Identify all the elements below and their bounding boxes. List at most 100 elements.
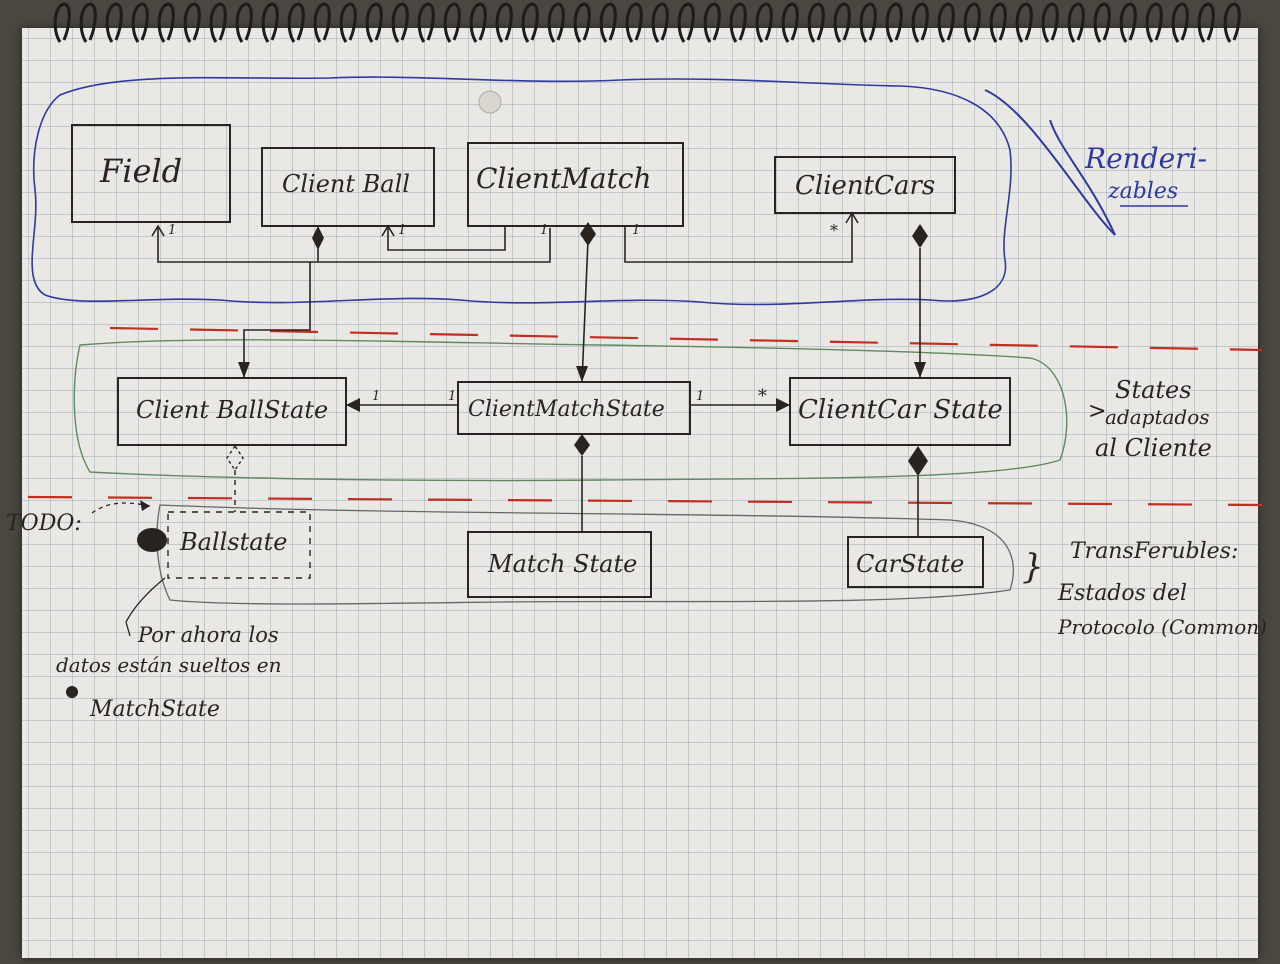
relationships — [151, 211, 928, 537]
transferable-label-2: Estados del — [1057, 581, 1187, 606]
spiral-ring — [1171, 2, 1189, 43]
class-client-ball-label: Client Ball — [282, 170, 410, 198]
spiral-ring — [469, 2, 487, 43]
spiral-ring — [365, 2, 383, 43]
spiral-ring — [339, 2, 357, 43]
arrowhead-clientcars — [845, 211, 859, 224]
spiral-ring — [131, 2, 149, 43]
spiral-ring — [1093, 2, 1111, 43]
spiral-ring — [79, 2, 97, 43]
spiral-ring — [495, 2, 513, 43]
todo-note-line3: MatchState — [89, 697, 220, 722]
todo-note-bullet — [66, 686, 78, 698]
spiral-ring — [521, 2, 539, 43]
class-ball-state-label: Ballstate — [179, 528, 287, 556]
punch-hole — [478, 90, 502, 114]
transferable-label-1: TransFerubles: — [1070, 539, 1238, 564]
edge-ballstate-to-renderables — [243, 262, 311, 378]
spiral-ring — [651, 2, 669, 43]
layer-separator-bottom — [27, 495, 1263, 507]
transferable-brace: } — [1022, 547, 1044, 587]
spiral-ring — [547, 2, 565, 43]
todo-note-line2: datos están sueltos en — [56, 653, 282, 677]
class-client-cars-label: ClientCars — [795, 171, 935, 201]
class-client-ball-state: Client BallState — [117, 377, 347, 446]
arrowhead-clientcarstate — [914, 362, 926, 378]
class-client-ball: Client Ball — [261, 147, 435, 227]
mult-clientmatchstate-left: 1 — [448, 389, 456, 404]
mult-clientcars: * — [830, 221, 838, 240]
spiral-ring — [1223, 2, 1241, 43]
composition-diamond-clientmatch — [580, 222, 596, 246]
client-states-label-3: al Cliente — [1095, 434, 1212, 462]
spiral-ring — [833, 2, 851, 43]
edge-field-clientmatch — [157, 228, 551, 263]
spiral-ring — [599, 2, 617, 43]
arrowhead-clientballstate-side — [346, 398, 360, 412]
spiral-ring — [1145, 2, 1163, 43]
mult-clientcarstate: * — [758, 386, 767, 407]
todo-note-line1: Por ahora los — [137, 623, 279, 647]
transferable-label-3: Protocolo (Common) — [1057, 615, 1267, 639]
spiral-ring — [781, 2, 799, 43]
spiral-ring — [703, 2, 721, 43]
spiral-ring — [287, 2, 305, 43]
composition-diamond-clientcarstate — [908, 446, 928, 476]
spiral-ring — [885, 2, 903, 43]
arrowhead-clientballstate — [238, 362, 250, 378]
renderable-label-1: Renderi- — [1084, 142, 1207, 175]
mult-clientball: 1 — [398, 223, 406, 238]
composition-diamond-clientcars — [912, 224, 928, 248]
spiral-ring — [989, 2, 1007, 43]
spiral-ring — [209, 2, 227, 43]
spiral-ring — [911, 2, 929, 43]
class-field-label: Field — [99, 152, 182, 190]
spiral-ring — [859, 2, 877, 43]
edge-clientball-clientmatch — [387, 226, 506, 251]
edge-clientmatch-clientcars — [624, 213, 853, 263]
mult-clientmatch: 1 — [540, 223, 548, 238]
todo-arrowhead — [140, 500, 150, 511]
spiral-ring — [677, 2, 695, 43]
spiral-ring — [391, 2, 409, 43]
spiral-ring — [1067, 2, 1085, 43]
spiral-ring — [1197, 2, 1215, 43]
class-client-cars: ClientCars — [774, 156, 956, 214]
renderable-group-cloud — [31, 76, 1012, 306]
spiral-ring — [1041, 2, 1059, 43]
spiral-ring — [157, 2, 175, 43]
class-client-match-state-label: ClientMatchState — [468, 397, 665, 422]
todo-label: TODO: — [6, 511, 82, 536]
mult-field: 1 — [168, 223, 176, 238]
class-match-state-label: Match State — [487, 550, 637, 578]
spiral-ring — [1119, 2, 1137, 43]
client-states-label-2: adaptados — [1105, 405, 1210, 429]
multiplicity-labels: 1 1 1 1 * 1 1 1 * — [168, 221, 838, 407]
spiral-binding — [53, 2, 1241, 43]
spiral-ring — [937, 2, 955, 43]
layer-separator-top — [109, 326, 1263, 352]
class-field: Field — [71, 124, 231, 223]
arrowhead-clientcarstate-side — [776, 398, 790, 412]
spiral-ring — [755, 2, 773, 43]
arrowhead-clientmatchstate — [576, 366, 588, 382]
edge-clientmatch-clientmatchstate — [581, 239, 589, 383]
class-car-state: CarState — [847, 536, 984, 588]
spiral-ring — [625, 2, 643, 43]
spiral-ring — [443, 2, 461, 43]
spiral-ring — [183, 2, 201, 43]
spiral-ring — [261, 2, 279, 43]
spiral-ring — [573, 2, 591, 43]
transferable-group-cloud — [156, 504, 1014, 605]
spiral-ring — [963, 2, 981, 43]
renderable-brace — [984, 89, 1116, 236]
mult-clientmatch-cars: 1 — [632, 223, 640, 238]
mult-clientmatchstate-right: 1 — [696, 389, 704, 404]
composition-diamond-clientmatchstate — [574, 434, 590, 456]
client-states-label-1: States — [1115, 376, 1192, 404]
class-client-car-state-label: ClientCar State — [798, 395, 1003, 425]
notebook-page — [22, 28, 1258, 958]
spiral-ring — [807, 2, 825, 43]
class-ball-state-todo: Ballstate — [167, 511, 311, 579]
